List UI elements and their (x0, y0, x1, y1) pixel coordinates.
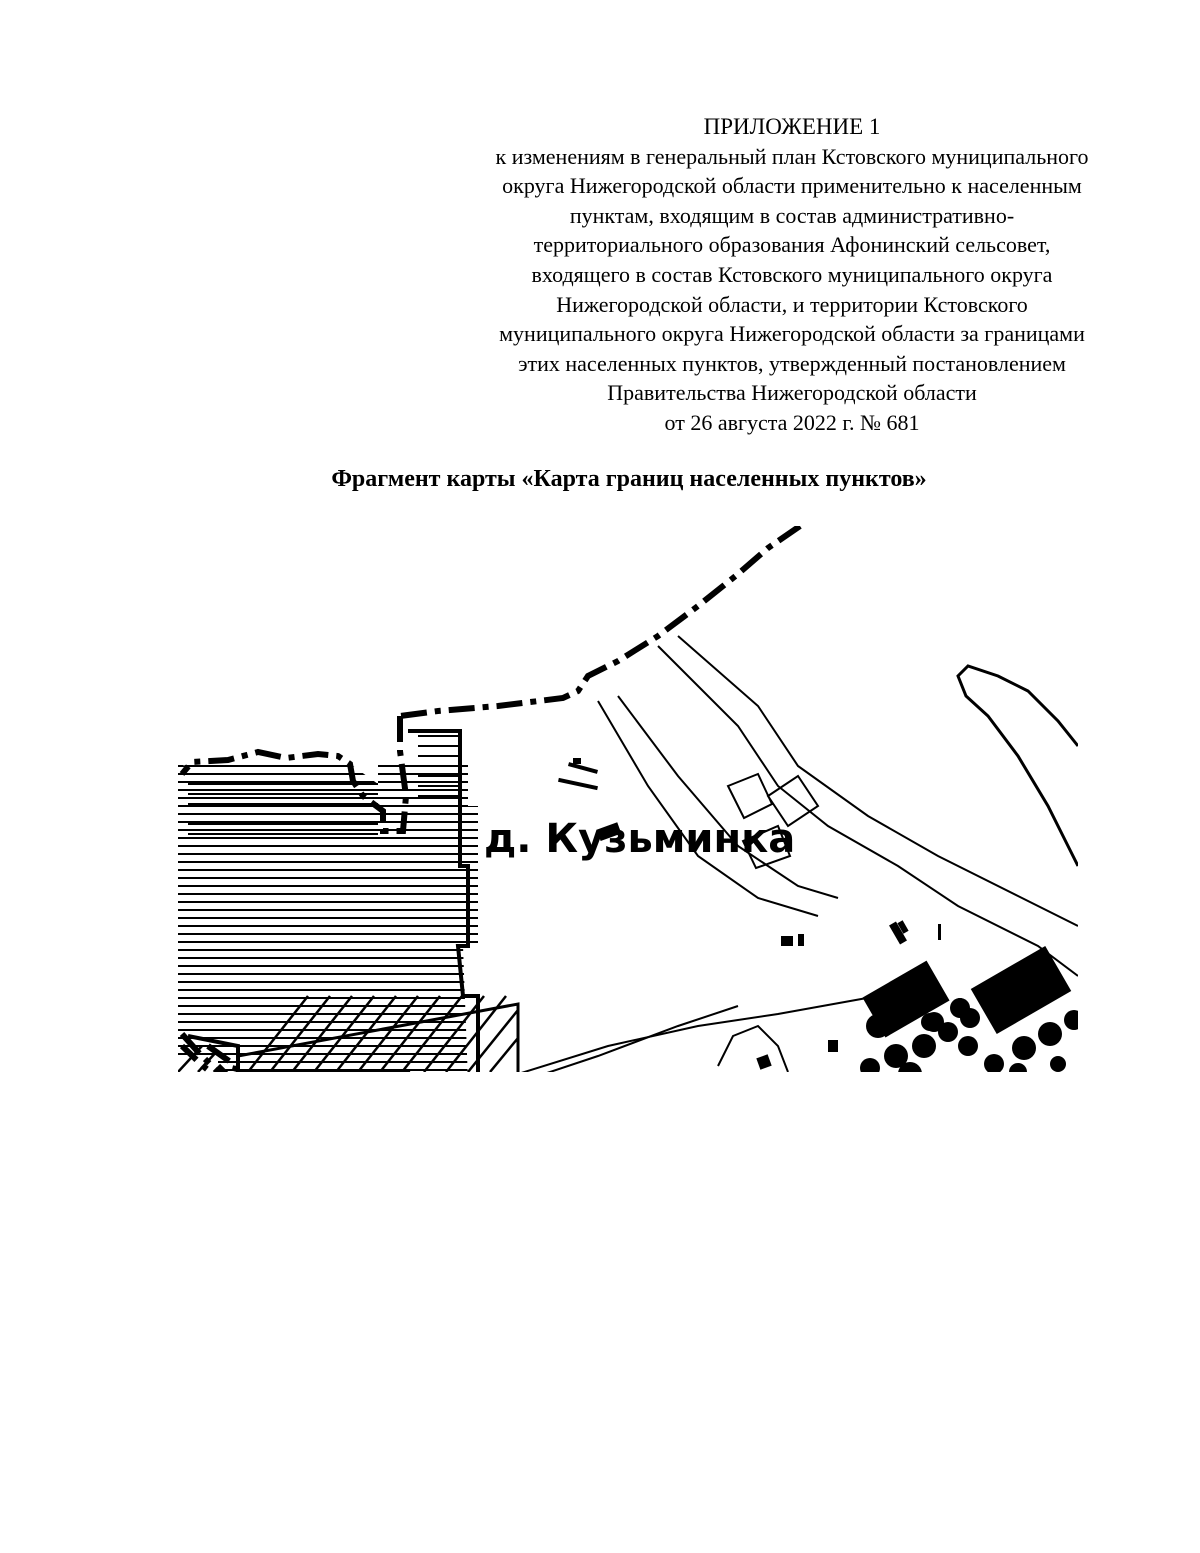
appendix-line: этих населенных пунктов, утвержденный по… (518, 350, 1066, 376)
map-drawing: д. Кузьминка (178, 526, 1078, 1072)
appendix-date-line: от 26 августа 2022 г. № 681 (664, 409, 920, 435)
map-caption: Фрагмент карты «Карта границ населенных … (331, 466, 927, 492)
settlement-boundary-west (179, 1043, 229, 1072)
appendix-line: муниципального округа Нижегородской обла… (499, 321, 1085, 347)
appendix-line: округа Нижегородской области применитель… (502, 173, 1082, 199)
appendix-line: пунктам, входящим в состав административ… (569, 202, 1015, 228)
appendix-line: Правительства Нижегородской области (607, 380, 977, 406)
settlement-label: д. Кузьминка (484, 816, 795, 862)
diagonal-area-outline (237, 1002, 520, 1072)
settlement-boundary (179, 526, 802, 1072)
industrial-site (860, 945, 1078, 1072)
upper-residential-hatching (188, 735, 460, 835)
appendix-line: территориального образования Афонинский … (533, 232, 1051, 258)
appendix-line: входящего в состав Кстовского муниципаль… (531, 261, 1053, 287)
parcel-lines (521, 635, 1078, 1072)
residential-hatching (178, 765, 478, 1071)
appendix-header: ПРИЛОЖЕНИЕ 1 к изменениям в генеральный … (436, 112, 1148, 438)
appendix-title: ПРИЛОЖЕНИЕ 1 (703, 114, 881, 139)
appendix-line: Нижегородской области, и территории Ксто… (556, 291, 1028, 317)
building-footprints (558, 758, 941, 1070)
appendix-line: к изменениям в генеральный план Кстовско… (495, 143, 1089, 169)
map-fragment: д. Кузьминка (178, 526, 1078, 1072)
river-bank (956, 664, 1078, 867)
